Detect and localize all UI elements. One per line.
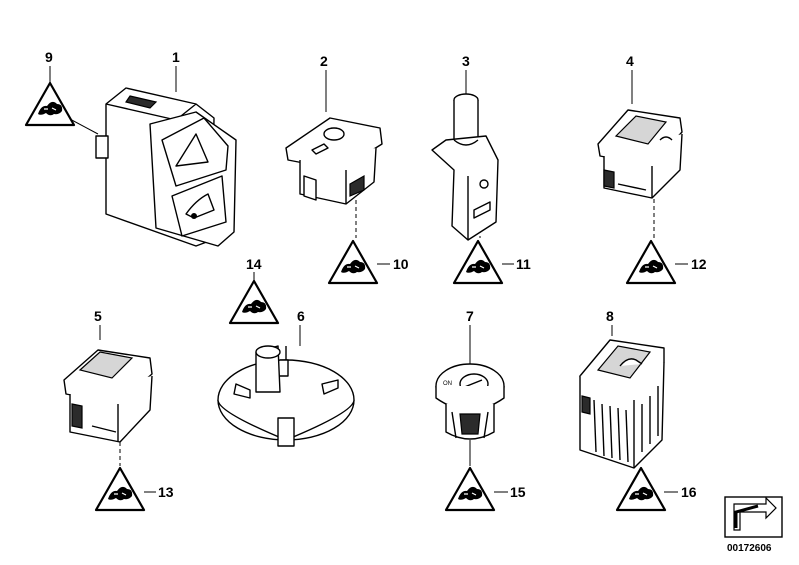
callout-5: 5 — [94, 308, 102, 324]
part-5-switch — [63, 349, 153, 443]
bent-arrow-icon[interactable] — [724, 496, 783, 538]
callout-4: 4 — [626, 53, 634, 69]
callout-7: 7 — [466, 308, 474, 324]
part-6-mounting-plate — [217, 345, 355, 447]
warning-triangle-icon-16 — [615, 466, 667, 512]
callout-14: 14 — [246, 256, 262, 272]
warning-triangle-icon-9 — [24, 81, 76, 127]
diagram-id: 00172606 — [727, 543, 772, 554]
part-2-switch — [285, 117, 383, 205]
callout-9: 9 — [45, 49, 53, 65]
callout-16: 16 — [681, 484, 697, 500]
callout-13: 13 — [158, 484, 174, 500]
warning-triangle-icon-10 — [327, 239, 379, 285]
part-3-plunger-switch — [431, 93, 499, 241]
callout-15: 15 — [510, 484, 526, 500]
warning-triangle-icon-12 — [625, 239, 677, 285]
warning-triangle-icon-14 — [228, 279, 280, 325]
callout-2: 2 — [320, 53, 328, 69]
warning-triangle-icon-11 — [452, 239, 504, 285]
callout-11: 11 — [516, 256, 531, 272]
warning-triangle-icon-15 — [444, 466, 496, 512]
part-1-hazard-switch — [95, 87, 237, 247]
callout-10: 10 — [393, 256, 409, 272]
part-4-switch — [597, 109, 683, 199]
callout-12: 12 — [691, 256, 707, 272]
leader-lines — [49, 66, 688, 493]
part-7-rotary-switch: ON — [435, 363, 505, 440]
warning-triangle-icon-13 — [94, 466, 146, 512]
part-8-switch-module — [579, 339, 665, 469]
callout-6: 6 — [297, 308, 305, 324]
callout-3: 3 — [462, 53, 470, 69]
callout-1: 1 — [172, 49, 180, 65]
svg-text:ON: ON — [443, 381, 452, 387]
callout-8: 8 — [606, 308, 614, 324]
